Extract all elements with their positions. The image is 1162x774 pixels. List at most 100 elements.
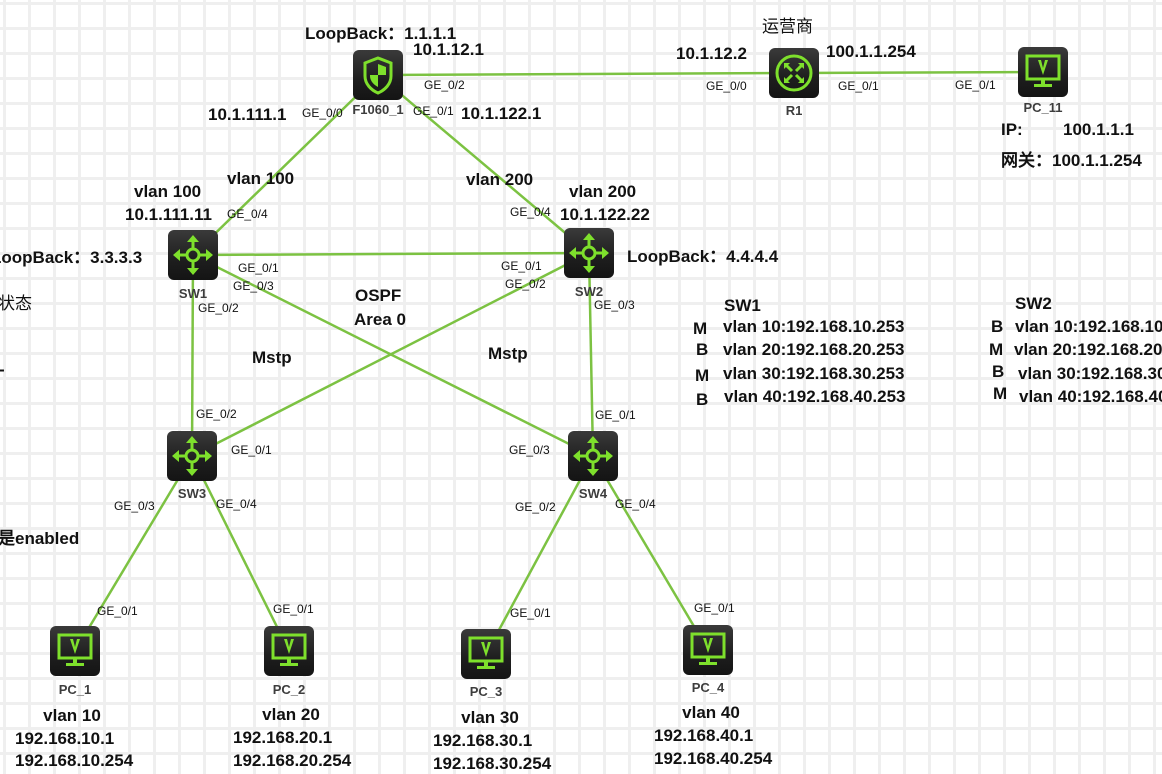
vrrp-entry: vlan 20:192.168.20.254 [1014,340,1162,359]
vrrp-role: B [696,340,709,359]
pc3-vlan: vlan 30 [461,708,519,727]
pc-3[interactable] [461,629,511,679]
pc-2[interactable] [264,626,314,676]
sw1-table-title: SW1 [724,296,761,315]
pc2-ip: 192.168.20.1 [233,728,333,747]
link-sw2-sw3[interactable] [191,251,590,458]
device-label-pc1: PC_1 [58,682,92,697]
mstp-label-left: Mstp [252,348,292,367]
port-label: GE_0/1 [273,602,314,616]
port-label: GE_0/2 [198,301,239,315]
vrrp-entry: vlan 20:192.168.20.253 [723,340,905,359]
link-sw1-sw2[interactable] [192,251,590,257]
port-label: GE_0/3 [114,499,155,513]
port-label: GE_0/1 [955,78,996,92]
link-sw1-sw4[interactable] [192,253,594,458]
device-label-sw3: SW3 [177,486,207,501]
ospf-area-label: Area 0 [354,310,406,329]
port-label: GE_0/1 [238,261,279,275]
device-label-pc4: PC_4 [691,680,725,695]
pc4-gateway: 192.168.40.254 [654,749,773,768]
pc2-gateway: 192.168.20.254 [233,751,352,770]
switch-sw1[interactable] [168,230,218,280]
link-sw3-pc1[interactable] [73,455,194,652]
switch-sw4[interactable] [568,431,618,481]
port-label: GE_0/3 [594,298,635,312]
l3-switch-icon [173,235,213,275]
port-label: GE_0/1 [97,604,138,618]
device-label-sw1: SW1 [178,286,208,301]
link-fw-sw1[interactable] [192,74,379,256]
r1-ge01-ip: 100.1.1.254 [826,42,916,61]
vrrp-role: M [993,384,1008,403]
link-r1-pc11[interactable] [793,70,1044,75]
switch-sw2[interactable] [564,228,614,278]
device-label-pc11: PC_11 [1023,100,1063,115]
vrrp-role: B [992,362,1005,381]
vrrp-role: M [695,366,710,385]
topology-links [73,70,1044,655]
mstp-label-right: Mstp [488,344,528,363]
port-label: GE_0/4 [615,497,656,511]
link-vlan200-label: vlan 200 [466,170,534,189]
device-label-pc3: PC_3 [469,684,503,699]
device-label-fw: F1060_1 [352,102,404,117]
pc1-vlan: vlan 10 [43,706,101,725]
link-sw4-pc4[interactable] [591,455,710,651]
device-label-r1: R1 [785,103,803,118]
firewall-shield-icon [363,56,393,95]
pc-monitor-icon [468,636,504,669]
link-sw3-pc2[interactable] [190,455,291,652]
link-fw-sw2[interactable] [377,74,590,254]
l3-switch-icon [569,233,609,273]
pc11-ip-label: IP: [1001,120,1023,139]
port-label: GE_0/1 [501,259,542,273]
router-r1[interactable] [769,48,819,98]
left-cut-text: 是enabled [0,529,80,548]
firewall-f1060-1[interactable] [353,50,403,100]
port-label: GE_0/2 [515,500,556,514]
sw2-vlan-label: vlan 200 [569,182,637,201]
sw1-loopback-label: LoopBack：3.3.3.3 [0,248,143,267]
l3-switch-icon [172,436,212,476]
port-label: GE_0/2 [196,407,237,421]
pc3-ip: 192.168.30.1 [433,731,533,750]
left-cut-text: 状态 [0,294,32,314]
link-sw1-sw3[interactable] [190,254,195,457]
port-label: GE_0/2 [505,277,546,291]
pc11-gateway: 网关：100.1.1.254 [1001,151,1142,170]
link-sw4-pc3[interactable] [484,455,595,655]
pc-11[interactable] [1018,47,1068,97]
link-sw2-sw4[interactable] [587,252,595,457]
pc3-gateway: 192.168.30.254 [433,754,552,773]
r1-ge00-ip: 10.1.12.2 [676,44,747,63]
port-label: GE_0/1 [838,79,879,93]
pc1-gateway: 192.168.10.254 [15,751,134,770]
pc4-ip: 192.168.40.1 [654,726,754,745]
vrrp-entry: vlan 10:192.168.10.253 [723,317,905,336]
pc-monitor-icon [1025,54,1061,87]
fw-ge02-ip: 10.1.12.1 [413,40,484,59]
link-fw-r1[interactable] [377,71,795,77]
pc11-ip: 100.1.1.1 [1063,120,1134,139]
device-label-pc2: PC_2 [272,682,306,697]
sw2-loopback-label: LoopBack：4.4.4.4 [627,247,779,266]
router-icon [775,54,813,92]
port-label: GE_0/4 [216,497,257,511]
vrrp-entry: vlan 30:192.168.30.253 [723,364,905,383]
switch-sw3[interactable] [167,431,217,481]
pc-4[interactable] [683,625,733,675]
vrrp-role: B [696,390,709,409]
port-label: GE_0/0 [706,79,747,93]
link-vlan100-label: vlan 100 [227,169,295,188]
pc4-vlan: vlan 40 [682,703,740,722]
port-label: GE_0/1 [694,601,735,615]
pc-1[interactable] [50,626,100,676]
vrrp-role: M [693,319,708,338]
vrrp-entry: vlan 30:192.168.30.254 [1018,364,1162,383]
pc2-vlan: vlan 20 [262,705,320,724]
port-label: GE_0/1 [413,104,454,118]
port-label: GE_0/4 [227,207,268,221]
left-cut-text: - [0,360,5,380]
vrrp-role: B [991,317,1004,336]
